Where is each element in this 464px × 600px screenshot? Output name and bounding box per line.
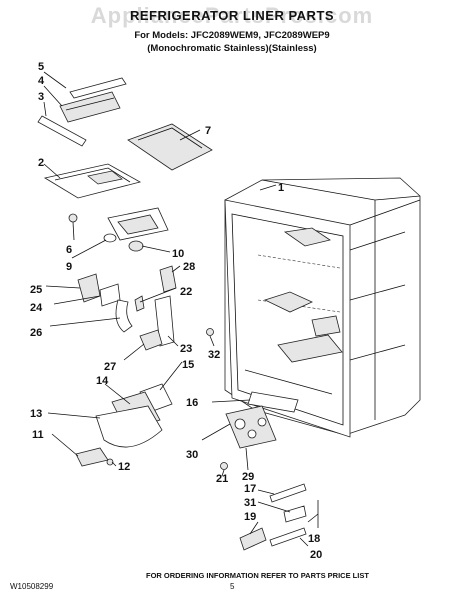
callout-17: 17 (244, 483, 256, 495)
callout-23: 23 (180, 343, 192, 355)
callout-labels: 5 4 3 7 2 1 6 9 10 28 25 24 22 26 23 32 … (30, 61, 322, 561)
callout-18: 18 (308, 533, 320, 545)
leader-lines (43, 71, 319, 547)
middle-part-group (77, 265, 214, 351)
lower-part-group (75, 383, 173, 467)
callout-32: 32 (208, 349, 220, 361)
callout-31: 31 (244, 497, 256, 509)
callout-4: 4 (38, 75, 45, 87)
page-number: 5 (230, 582, 235, 591)
callout-10: 10 (172, 248, 184, 260)
callout-29: 29 (242, 471, 254, 483)
callout-2: 2 (38, 157, 44, 169)
bottom-right-part-group (220, 391, 319, 551)
callout-24: 24 (30, 302, 43, 314)
callout-7: 7 (205, 125, 211, 137)
watermark: AppliancePartsPros.com (90, 3, 374, 28)
callout-20: 20 (310, 549, 322, 561)
ordering-note: FOR ORDERING INFORMATION REFER TO PARTS … (146, 571, 369, 580)
callout-11: 11 (32, 429, 44, 441)
callout-28: 28 (183, 261, 195, 273)
callout-1: 1 (278, 182, 284, 194)
callout-15: 15 (182, 359, 194, 371)
callout-16: 16 (186, 397, 198, 409)
model-subtitle: For Models: JFC2089WEM9, JFC2089WEP9 (134, 30, 330, 41)
upper-part-group (37, 77, 213, 252)
callout-21: 21 (216, 473, 228, 485)
liner-cabinet (224, 177, 421, 438)
callout-12: 12 (118, 461, 130, 473)
callout-9: 9 (66, 261, 72, 273)
callout-13: 13 (30, 408, 42, 420)
callout-27: 27 (104, 361, 116, 373)
document-id: W10508299 (10, 582, 54, 591)
callout-19: 19 (244, 511, 256, 523)
finish-subtitle: (Monochromatic Stainless)(Stainless) (147, 43, 317, 54)
callout-6: 6 (66, 244, 72, 256)
callout-26: 26 (30, 327, 42, 339)
callout-5: 5 (38, 61, 44, 73)
callout-14: 14 (96, 375, 109, 387)
page-title: REFRIGERATOR LINER PARTS (129, 8, 335, 23)
callout-25: 25 (30, 284, 42, 296)
callout-30: 30 (186, 449, 198, 461)
callout-22: 22 (180, 286, 192, 298)
callout-3: 3 (38, 91, 44, 103)
